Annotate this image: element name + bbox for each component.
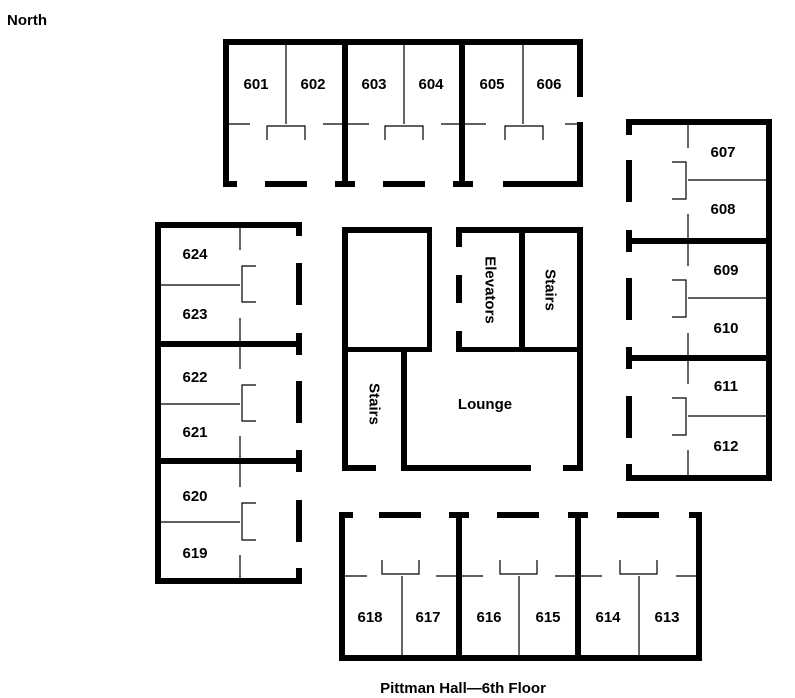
room-607-label: 607 [710,144,735,161]
compass-label: North [7,12,47,29]
room-624-label: 624 [182,246,208,263]
room-620-label: 620 [182,488,207,505]
room-622-label: 622 [182,369,207,386]
room-601-label: 601 [243,76,268,93]
room-617-label: 617 [415,609,440,626]
stairs-east-label: Stairs [542,269,559,311]
room-612-label: 612 [713,438,738,455]
room-609-label: 609 [713,262,738,279]
west-wing [155,222,302,584]
room-615-label: 615 [535,609,560,626]
room-614-label: 614 [595,609,621,626]
room-616-label: 616 [476,609,501,626]
core-labels: Elevators Stairs Stairs Lounge [366,256,559,425]
room-613-label: 613 [654,609,679,626]
east-wing [626,119,772,481]
room-604-label: 604 [418,76,444,93]
room-labels: 601 602 603 604 605 606 607 608 609 610 … [182,76,738,626]
room-608-label: 608 [710,201,735,218]
lounge-label: Lounge [458,396,512,413]
south-wing [339,512,702,661]
room-618-label: 618 [357,609,382,626]
room-610-label: 610 [713,320,738,337]
stairs-west-label: Stairs [366,383,383,425]
room-602-label: 602 [300,76,325,93]
room-606-label: 606 [536,76,561,93]
room-623-label: 623 [182,306,207,323]
room-619-label: 619 [182,545,207,562]
elevators-label: Elevators [482,256,499,324]
room-605-label: 605 [479,76,504,93]
room-621-label: 621 [182,424,207,441]
room-611-label: 611 [714,378,738,395]
north-wing [223,39,583,187]
central-core [342,227,583,471]
room-603-label: 603 [361,76,386,93]
floor-caption: Pittman Hall—6th Floor [380,680,546,697]
